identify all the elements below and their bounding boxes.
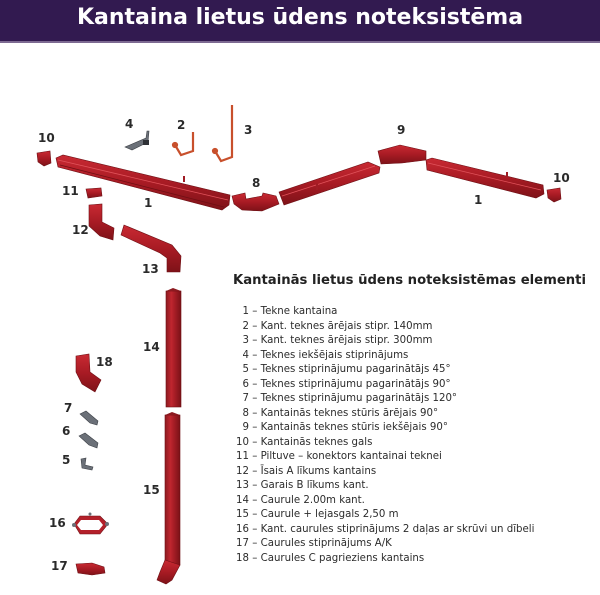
- internal-corner-90: [377, 144, 427, 165]
- legend-item: 7 – Teknes stiprinājumu pagarinātājs 120…: [242, 393, 458, 404]
- legend-title: Kantainās lietus ūdens noteksistēmas ele…: [233, 273, 586, 288]
- external-bracket-300: [211, 105, 234, 163]
- callout-9: 9: [397, 123, 406, 137]
- legend-item: 1 – Tekne kantaina: [242, 306, 338, 317]
- gutter-end-cap-right: [546, 187, 562, 203]
- callout-16: 16: [49, 516, 66, 530]
- pipe-clamp-2-part: [72, 512, 109, 535]
- legend-list: 1 – Tekne kantaina 2 – Kant. teknes ārēj…: [232, 305, 534, 566]
- callout-15: 15: [143, 483, 160, 497]
- callout-6: 6: [62, 424, 71, 438]
- page-title: Kantaina lietus ūdens noteksistēma: [76, 5, 524, 30]
- legend-item: 4 – Teknes iekšējais stiprinājums: [242, 349, 409, 361]
- downpipe-with-outlet: [156, 412, 181, 585]
- bracket-extender-45: [80, 457, 94, 471]
- legend-item: 12 – Īsais A līkums kantains: [236, 465, 377, 477]
- legend-item: 6 – Teknes stiprinājumu pagarinātājs 90°: [242, 378, 451, 390]
- long-elbow-b: [120, 224, 182, 273]
- callout-10: 10: [553, 171, 570, 185]
- legend-item: 16 – Kant. caurules stiprinājums 2 daļas…: [236, 523, 535, 535]
- callout-4: 4: [125, 117, 134, 131]
- legend-item: 9 – Kantainās teknes stūris iekšējais 90…: [242, 422, 448, 433]
- legend-item: 11 – Piltuve – konektors kantainai tekne…: [236, 451, 442, 462]
- callout-2: 2: [177, 118, 186, 132]
- legend-item: 18 – Caurules C pagrieziens kantains: [236, 552, 425, 564]
- callout-1: 1: [144, 196, 153, 210]
- legend-item: 3 – Kant. teknes ārējais stipr. 300mm: [242, 335, 433, 346]
- legend-item: 2 – Kant. teknes ārējais stipr. 140mm: [242, 320, 433, 332]
- callout-11: 11: [62, 184, 79, 198]
- short-elbow-a: [88, 203, 115, 241]
- callout-8: 8: [252, 176, 261, 190]
- internal-bracket: [124, 130, 150, 151]
- legend-item: 15 – Caurule + lejasgals 2,50 m: [236, 509, 399, 520]
- pipe-bracket-ak: [75, 562, 106, 576]
- legend-item: 8 – Kantainās teknes stūris ārējais 90°: [242, 407, 439, 419]
- legend-item: 5 – Teknes stiprinājumu pagarinātājs 45°: [242, 364, 451, 375]
- callout-17: 17: [51, 559, 68, 573]
- external-corner-90: [231, 192, 280, 212]
- funnel-connector: [85, 187, 103, 199]
- legend-item: 13 – Garais B līkums kant.: [236, 480, 369, 491]
- callout-14: 14: [143, 340, 160, 354]
- external-bracket-140: [171, 132, 195, 157]
- gutter-end-cap-left: [36, 150, 52, 167]
- callout-3: 3: [244, 123, 253, 137]
- callout-1: 1: [474, 193, 483, 207]
- page-header: Kantaina lietus ūdens noteksistēma: [0, 0, 600, 43]
- callout-13: 13: [142, 262, 159, 276]
- legend-item: 10 – Kantainās teknes gals: [236, 436, 373, 448]
- bracket-extender-90: [78, 432, 99, 449]
- gutter-middle: [278, 161, 381, 206]
- callout-5: 5: [62, 453, 71, 467]
- legend-item: 17 – Caurules stiprinājums A/K: [236, 538, 392, 549]
- callout-7: 7: [64, 401, 73, 415]
- gutter-left: [55, 154, 231, 211]
- callout-18: 18: [96, 355, 113, 369]
- gutter-right: [425, 157, 545, 199]
- legend-item: 14 – Caurule 2.00m kant.: [236, 494, 365, 506]
- downpipe-2m: [165, 288, 182, 408]
- callout-10: 10: [38, 131, 55, 145]
- bracket-extender-120: [79, 410, 99, 426]
- callout-12: 12: [72, 223, 89, 237]
- pipe-c-turn: [75, 353, 102, 393]
